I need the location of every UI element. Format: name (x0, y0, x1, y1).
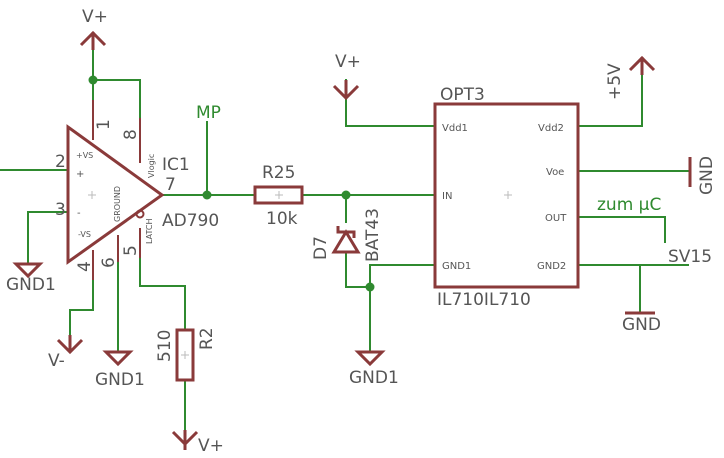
vplus-opt-arrow (332, 80, 360, 101)
junction-gnd1 (365, 282, 375, 292)
opt3-pin-in: IN (442, 191, 452, 202)
opt3-isolator: OPT3 IL710IL710 Vdd1 IN GND1 Vdd2 Voe OU… (433, 85, 580, 310)
opt3-value: IL710IL710 (437, 290, 531, 310)
r25-name: R25 (262, 163, 295, 183)
r2-resistor: R2 510 (155, 327, 217, 382)
ic1-value: AD790 (162, 211, 219, 231)
ic1-name: IC1 (162, 155, 190, 175)
supply-5v: +5V (605, 55, 656, 100)
ic1-comparator: 1 2 3 4 5 6 7 8 +VS -VS + - Vlogic GROUN… (55, 100, 219, 280)
wire-d7-bottom (345, 251, 371, 288)
gnd1-left-symbol (12, 262, 44, 279)
r2-value: 510 (155, 330, 175, 362)
wire-vdd2-5v (577, 74, 643, 127)
supply-vminus: V- (48, 335, 84, 371)
opt3-pin-gnd1: GND1 (442, 261, 471, 272)
ic1-pin-stubs (92, 100, 141, 280)
wire-pin3-gnd (27, 211, 69, 263)
gnd1-mid-symbol (102, 350, 134, 367)
wire-vplus-vdd1 (345, 79, 436, 127)
ic1-origin-mark (88, 191, 96, 199)
gnd1-d7-label: GND1 (349, 368, 399, 388)
ic1-triangle (66, 124, 165, 265)
plus5v-arrow (628, 55, 656, 75)
ground-gnd1-d7: GND1 (349, 350, 399, 388)
r25-value: 10k (266, 209, 298, 229)
ic1-label-plus-vs: +VS (76, 151, 93, 160)
ic1-pin-1: 1 (94, 119, 114, 130)
ground-gnd1-left: GND1 (6, 262, 56, 295)
opt3-origin-mark (504, 191, 512, 199)
wire-pin4-vminus (69, 279, 94, 336)
ic1-label-vlogic: Vlogic (147, 154, 156, 178)
r2-name: R2 (197, 327, 217, 350)
gnd1-mid-label: GND1 (95, 370, 145, 390)
opt3-body (433, 102, 580, 289)
ic1-pin-7: 7 (165, 175, 176, 195)
vminus-label: V- (48, 351, 65, 371)
wire-vplus-pin8 (92, 79, 141, 119)
r25-resistor: R25 10k (253, 163, 304, 229)
wire-opt-gnd1 (369, 264, 436, 351)
junction-d7 (341, 190, 351, 200)
opt3-pin-vdd2: Vdd2 (538, 123, 564, 134)
wire-out-uc (577, 216, 666, 243)
r25-body (253, 185, 304, 205)
vplus-top-label: V+ (82, 7, 108, 27)
opt3-pin-voe: Voe (546, 167, 564, 178)
opt3-pin-gnd2: GND2 (537, 261, 566, 272)
ic1-label-minus-vs: -VS (78, 230, 91, 239)
ic1-pin-6: 6 (99, 257, 119, 268)
d7-triangle (331, 229, 361, 254)
ic1-label-plus: + (76, 169, 84, 180)
d7-bar (336, 226, 356, 238)
r25-origin-mark (275, 191, 283, 199)
wire-pin5-r2 (139, 257, 186, 331)
gnd1-d7-symbol (354, 350, 386, 367)
junction-mp (202, 190, 212, 200)
d7-name: D7 (311, 236, 331, 260)
gnd-bottom-label: GND (622, 315, 661, 335)
ic1-pin-8: 8 (121, 129, 141, 140)
wire-gnd2 (577, 264, 689, 313)
vplus-r2-label: V+ (198, 436, 224, 456)
junction-vplus (88, 75, 98, 85)
net-label-sv15: SV15 (668, 247, 712, 267)
ic1-latch-bubble (135, 209, 145, 219)
ic1-label-ground: GROUND (113, 186, 122, 222)
ground-gnd-voe: GND (688, 156, 717, 195)
ic1-pin-2: 2 (55, 152, 66, 172)
ic1-label-minus: - (77, 208, 81, 219)
supply-vplus-opt: V+ (332, 52, 361, 101)
net-label-zum-uc: zum µC (597, 195, 661, 215)
opt3-name: OPT3 (440, 85, 485, 105)
gnd-voe-label: GND (697, 156, 717, 195)
ic1-pin-3: 3 (55, 200, 66, 220)
opt3-pin-out: OUT (545, 213, 567, 224)
vplus-r2-arrow (171, 430, 199, 450)
supply-vplus-top: V+ (79, 7, 108, 50)
r2-origin-mark (181, 351, 189, 359)
junctions (88, 75, 375, 292)
opt3-pin-vdd1: Vdd1 (442, 123, 468, 134)
vminus-arrow (56, 335, 84, 355)
ground-gnd1-mid: GND1 (95, 350, 145, 390)
plus5v-label: +5V (605, 63, 625, 100)
ground-gnd-bottom: GND (622, 311, 661, 335)
r2-body (175, 328, 195, 382)
supply-vplus-r2: V+ (171, 430, 224, 456)
ic1-label-latch: LATCH (145, 218, 154, 244)
vplus-opt-label: V+ (335, 52, 361, 72)
d7-value: BAT43 (363, 208, 383, 262)
ic1-pin-5: 5 (121, 245, 141, 256)
ic1-pin-4: 4 (75, 261, 95, 272)
vplus-top-arrow (79, 30, 107, 50)
d7-diode: D7 BAT43 (311, 208, 383, 262)
net-label-mp: MP (196, 103, 221, 123)
gnd1-left-label: GND1 (6, 275, 56, 295)
